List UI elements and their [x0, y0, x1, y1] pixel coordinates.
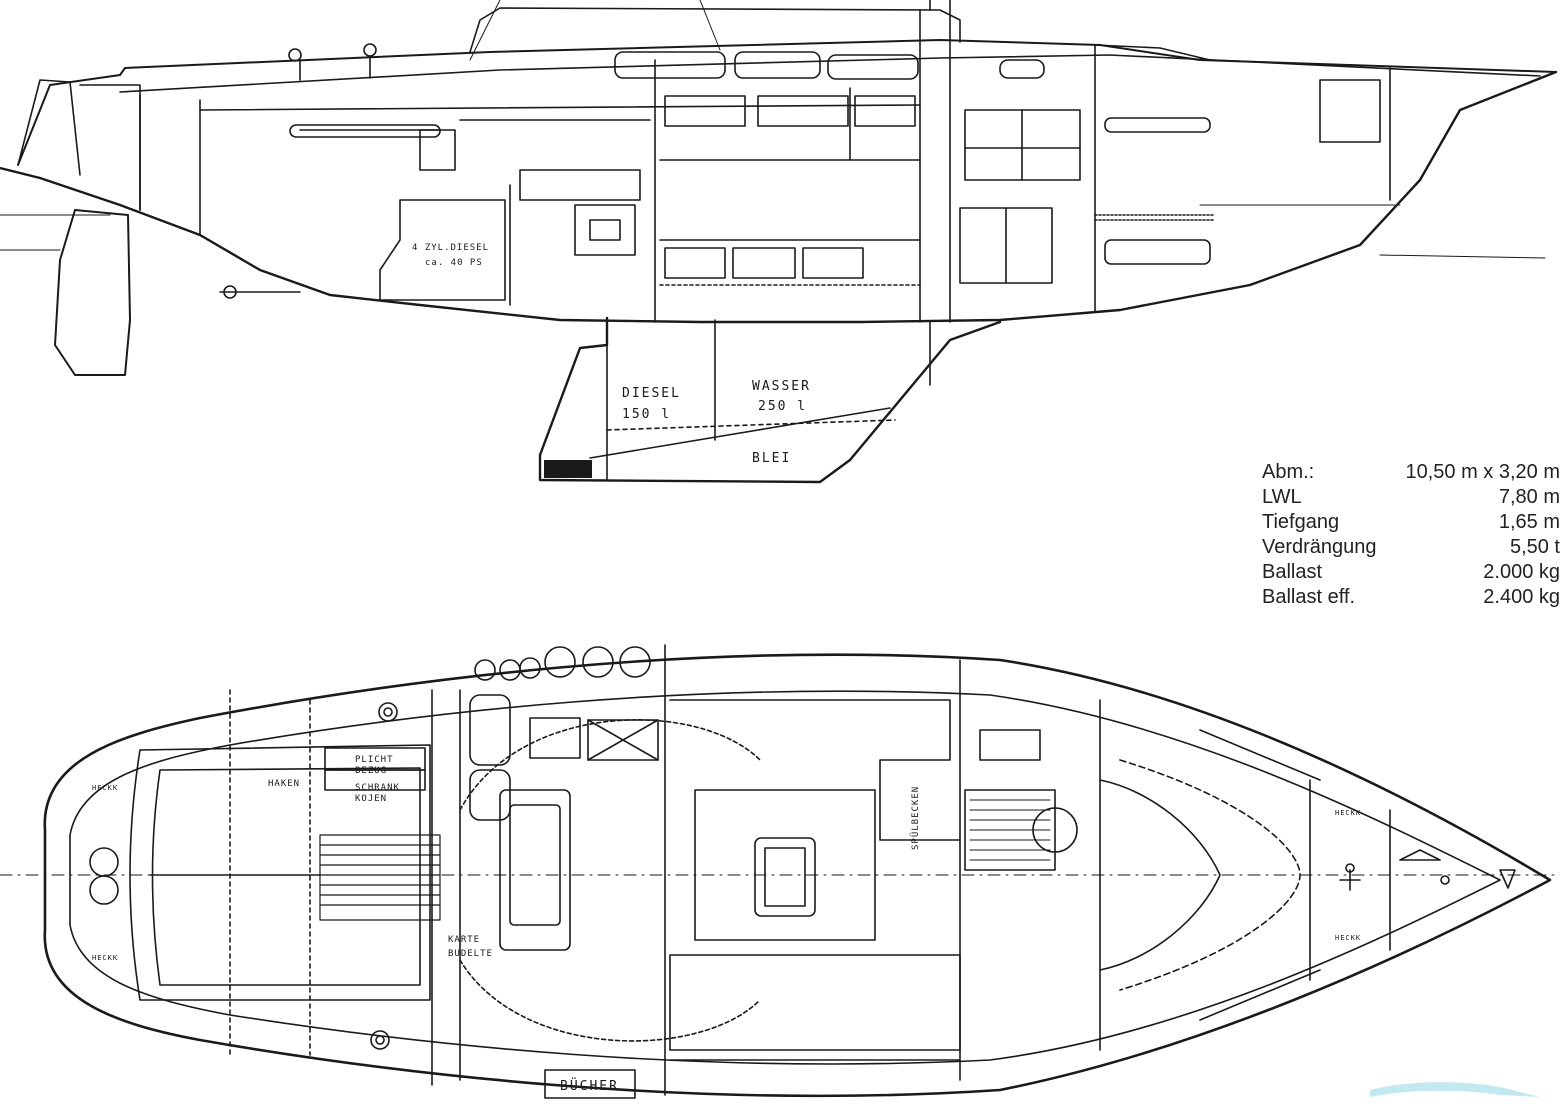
spec-value: 7,80 m — [1498, 486, 1560, 508]
spec-row-ballast: Ballast 2.000 kg — [1262, 560, 1560, 585]
water-volume-label: 250 l — [758, 399, 807, 414]
locker-label-1: PLICHT — [355, 755, 394, 765]
spec-label: Ballast eff. — [1262, 586, 1356, 608]
stowage-label: HAKEN — [268, 779, 300, 789]
engine-label: 4 ZYL.DIESEL — [412, 243, 489, 253]
books-label: BÜCHER — [560, 1077, 619, 1094]
spec-value: 5,50 t — [1509, 536, 1560, 558]
spec-label: Tiefgang — [1262, 511, 1340, 533]
spec-label: Abm.: — [1262, 461, 1315, 483]
bow-tag-bottom: HECKK — [1335, 934, 1361, 942]
spec-label: LWL — [1262, 486, 1302, 508]
bow-tag-top: HECKK — [1335, 809, 1361, 817]
water-tank-label: WASSER — [752, 379, 811, 394]
specifications-table: Abm.: 10,50 m x 3,20 m LWL 7,80 m Tiefga… — [1262, 460, 1560, 610]
locker-label-2: BEZUG — [355, 766, 387, 776]
galley-tag-2: BUDELTE — [448, 949, 493, 959]
engine-power-label: ca. 40 PS — [425, 258, 483, 268]
stern-tag-top: HECKK — [92, 784, 118, 792]
spec-row-ballast-effective: Ballast eff. 2.400 kg — [1262, 585, 1560, 610]
head-sink-label: SPÜLBECKEN — [910, 786, 921, 850]
spec-value: 2.400 kg — [1483, 586, 1560, 608]
spec-value: 2.000 kg — [1483, 561, 1560, 583]
locker-label-3: SCHRANK — [355, 783, 400, 793]
spec-row-draft: Tiefgang 1,65 m — [1262, 510, 1560, 535]
spec-row-dimensions: Abm.: 10,50 m x 3,20 m — [1262, 460, 1560, 485]
deck-plan — [0, 644, 1560, 1099]
spec-row-displacement: Verdrängung 5,50 t — [1262, 535, 1560, 560]
locker-label-4: KOJEN — [355, 794, 387, 804]
spec-value: 1,65 m — [1498, 511, 1560, 533]
spec-label: Ballast — [1262, 561, 1323, 583]
spec-label: Verdrängung — [1262, 536, 1377, 558]
watermark-logo — [1370, 1082, 1540, 1097]
galley-tag-1: KARTE — [448, 935, 480, 945]
diesel-volume-label: 150 l — [622, 407, 671, 422]
spec-row-lwl: LWL 7,80 m — [1262, 485, 1560, 510]
stern-tag-bottom: HECKK — [92, 954, 118, 962]
side-profile — [0, 0, 1558, 484]
diesel-tank-label: DIESEL — [622, 386, 681, 401]
spec-value: 10,50 m x 3,20 m — [1405, 461, 1560, 483]
keel-ballast-label: BLEI — [752, 451, 791, 466]
